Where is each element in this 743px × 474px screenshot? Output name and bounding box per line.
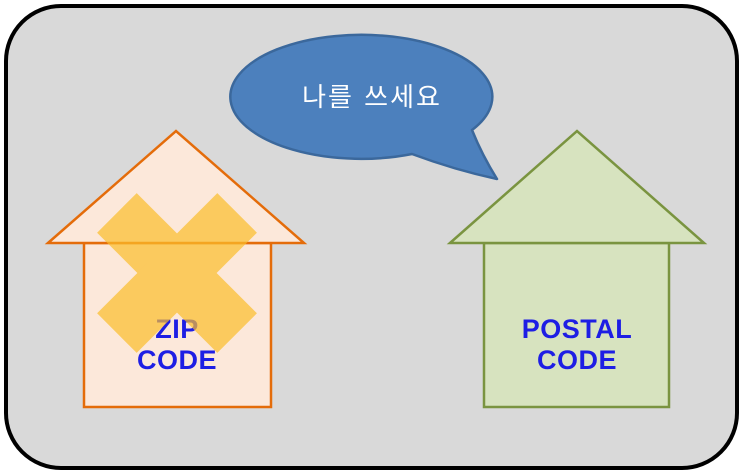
zip-code-house: ZIP CODE [44, 129, 308, 409]
cross-out-x-icon [97, 193, 257, 353]
speech-bubble-text: 나를 쓰세요 [302, 83, 442, 113]
speech-bubble: 나를 쓰세요 [229, 33, 499, 181]
zip-house-label-line2: CODE [137, 345, 217, 375]
speech-bubble-shape [229, 33, 499, 181]
postal-house-roof [446, 129, 708, 245]
postal-house-label-line2: CODE [537, 345, 617, 375]
postal-code-house: POSTAL CODE [446, 129, 708, 409]
postal-house-body [482, 241, 671, 409]
postal-house-label-line1: POSTAL [522, 314, 633, 344]
